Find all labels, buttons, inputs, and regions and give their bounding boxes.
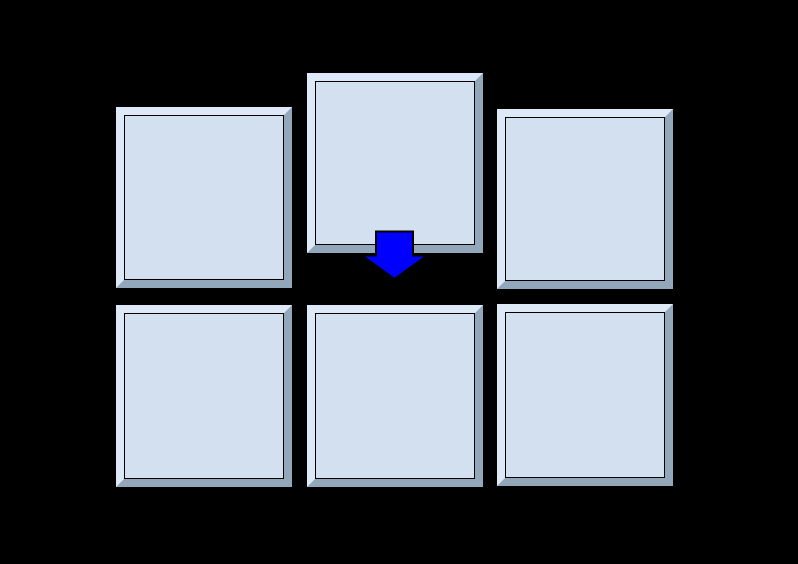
tile-face xyxy=(315,81,475,245)
tile-face xyxy=(315,313,475,479)
tile-bottom-left xyxy=(116,305,292,487)
tile-bottom-right xyxy=(497,304,673,486)
tile-face xyxy=(124,115,284,280)
tile-top-middle-raised xyxy=(307,73,483,253)
tile-top-right xyxy=(497,109,673,289)
tile-face xyxy=(505,312,665,478)
tile-top-left xyxy=(116,107,292,288)
tile-bottom-middle xyxy=(307,305,483,487)
tile-face xyxy=(124,313,284,479)
tile-face xyxy=(505,117,665,281)
